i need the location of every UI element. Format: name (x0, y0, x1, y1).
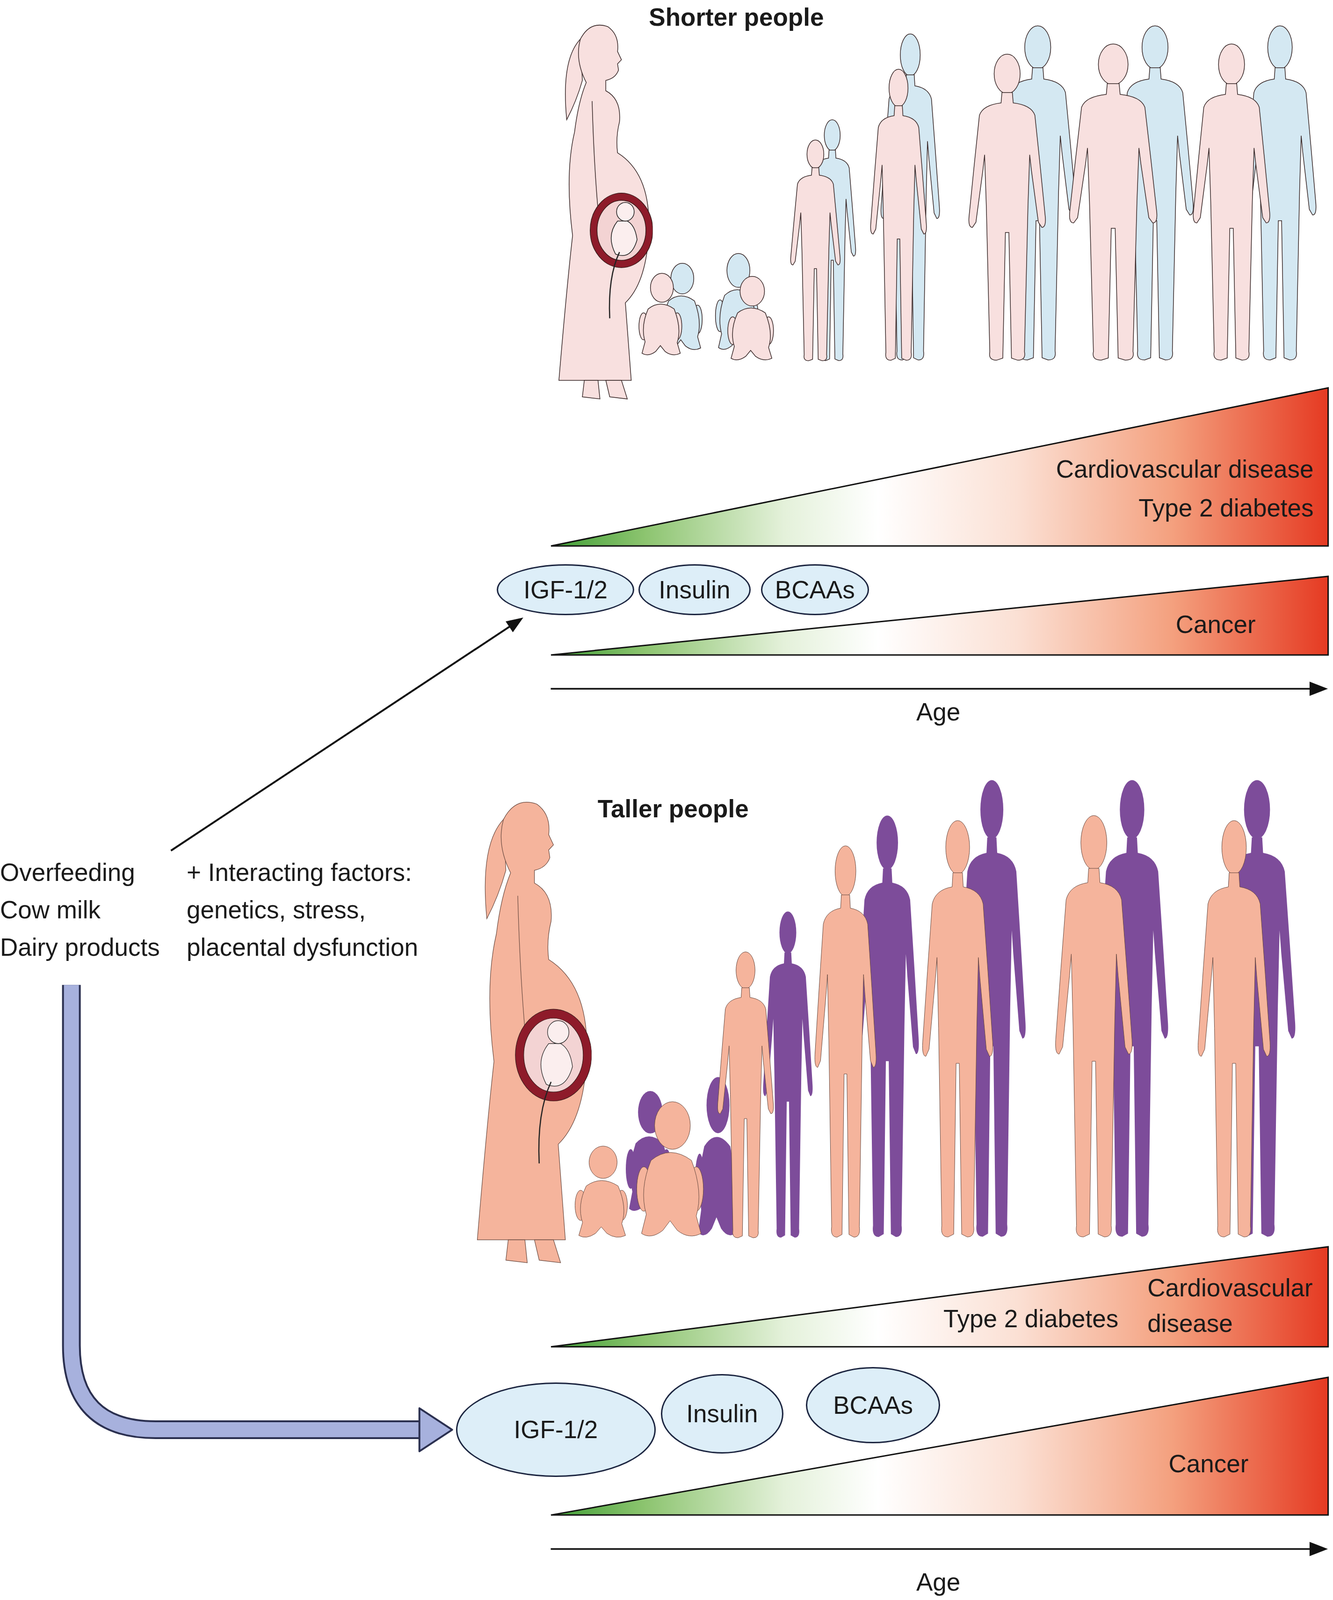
factor-ellipse: BCAAs (760, 564, 870, 616)
factor-label: IGF-1/2 (523, 574, 608, 605)
risk-label: Cancer (1175, 609, 1256, 640)
axis-arrowhead (1309, 1541, 1328, 1557)
factor-ellipse: BCAAs (805, 1366, 941, 1444)
factor-label: Insulin (658, 574, 731, 605)
risk-gradient (550, 1376, 1329, 1515)
person-silhouette (1055, 815, 1133, 1237)
baby-figure (638, 273, 682, 355)
arrow-line (170, 625, 511, 851)
factor-label: Insulin (686, 1398, 758, 1429)
curved-thick-arrow (71, 984, 453, 1451)
person-silhouette (790, 139, 841, 361)
person-silhouette (1193, 43, 1270, 361)
risk-label: Type 2 diabetes (1138, 492, 1314, 523)
shorter-people-figures (558, 25, 1317, 399)
person-silhouette (870, 69, 927, 361)
section-heading: Shorter people (648, 2, 824, 33)
factor-ellipse: IGF-1/2 (496, 564, 635, 616)
factor-ellipse: IGF-1/2 (456, 1382, 656, 1478)
factor-label: BCAAs (833, 1390, 913, 1420)
axis-line (550, 688, 1314, 690)
axis-line (550, 1547, 1314, 1550)
cause-label: Overfeeding Cow milk Dairy products (0, 853, 163, 966)
age-axis (550, 681, 1329, 1556)
baby-figure (574, 1145, 628, 1238)
risk-wedge: Cardiovascular diseaseType 2 diabetes (550, 387, 1329, 546)
person-silhouette (717, 951, 774, 1238)
arrow-outline (71, 984, 423, 1430)
risk-label: Cancer (1168, 1448, 1249, 1479)
factor-ellipse: Insulin (638, 564, 751, 616)
factor-label: IGF-1/2 (514, 1414, 599, 1445)
person-silhouette (855, 815, 920, 1237)
risk-gradient (550, 387, 1329, 546)
risk-label: Cardiovascular disease (1056, 454, 1314, 485)
axis-label: Age (916, 1566, 961, 1597)
arrowhead (419, 1407, 453, 1451)
axis-arrowhead (1309, 681, 1328, 696)
person-silhouette (968, 54, 1046, 361)
arrowhead (505, 617, 524, 633)
factor-label: BCAAs (775, 574, 855, 605)
cause-text-block: Overfeeding Cow milk Dairy products (0, 853, 163, 966)
connector-arrow (170, 617, 523, 851)
risk-gradient (550, 576, 1329, 655)
risk-wedge: Type 2 diabetes Cardiovascular disease (550, 1246, 1329, 1347)
person-silhouette (922, 820, 993, 1237)
note-text: + Interacting factors: genetics, stress,… (186, 853, 423, 966)
pregnant-woman (558, 25, 653, 399)
risk-label: Cardiovascular disease (1147, 1269, 1321, 1341)
factor-ellipse: Insulin (660, 1373, 784, 1454)
person-silhouette (1244, 25, 1317, 360)
section-heading: Taller people (597, 793, 749, 824)
risk-gradient (550, 1246, 1329, 1347)
person-silhouette (814, 845, 877, 1237)
baby-figure (636, 1101, 703, 1236)
person-silhouette (1197, 820, 1270, 1237)
person-silhouette (1069, 43, 1158, 361)
axis-label: Age (916, 696, 961, 727)
baby-figure (727, 276, 774, 360)
risk-label: Type 2 diabetes (943, 1304, 1119, 1334)
taller-people-figures (477, 780, 1296, 1263)
pregnant-woman (477, 802, 592, 1263)
arrow-body (71, 984, 423, 1430)
